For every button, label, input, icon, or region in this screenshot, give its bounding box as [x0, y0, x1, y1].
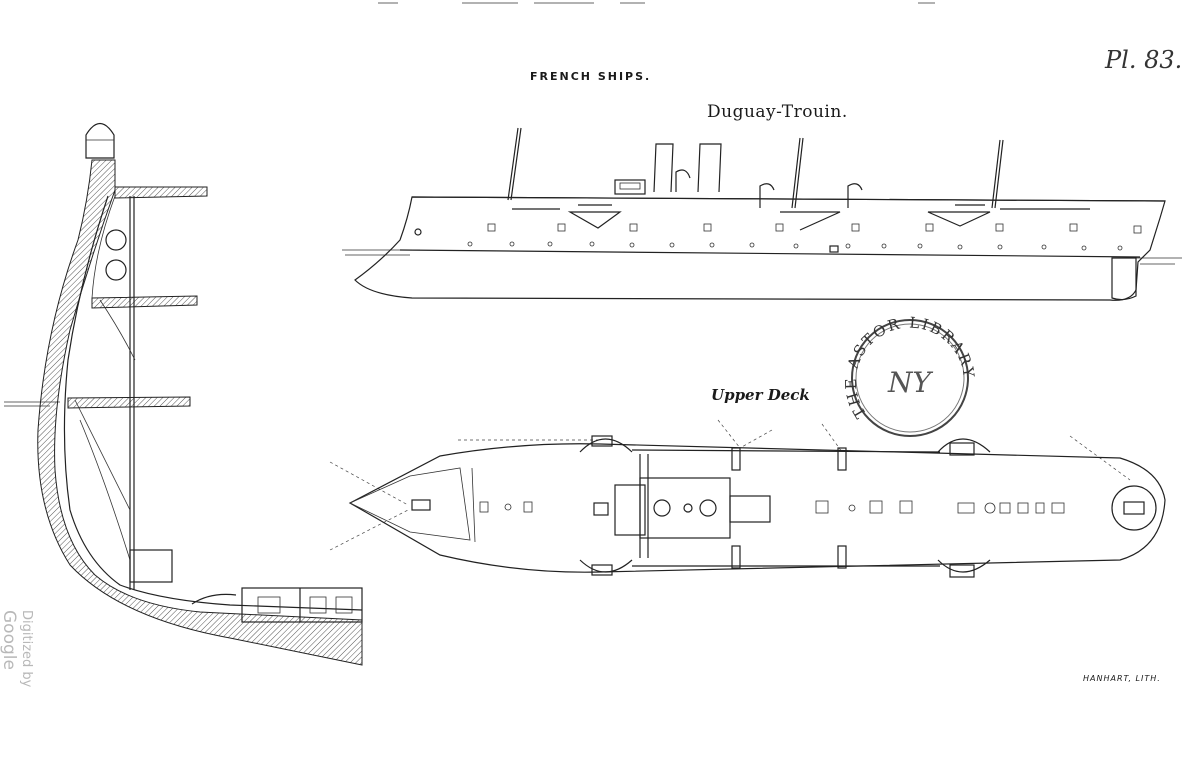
- side-ports: [487, 223, 1142, 234]
- lithographer-credit: HANHART, LITH.: [1083, 674, 1161, 683]
- midship-cross-section: [4, 122, 363, 666]
- watermark-prefix: Digitized by: [19, 610, 34, 688]
- stamp-monogram: NY: [887, 366, 934, 399]
- upper-deck-label: Upper Deck: [711, 386, 810, 404]
- side-portholes: [467, 241, 1123, 251]
- astor-library-stamp: THE ASTOR LIBRARY NY: [842, 313, 976, 437]
- ship-name-title: Duguay-Trouin.: [707, 102, 848, 122]
- plate-header-title: FRENCH SHIPS.: [530, 70, 652, 83]
- upper-deck-plan: [329, 419, 1166, 578]
- side-elevation: [342, 127, 1182, 301]
- digitized-by-watermark: Digitized by Google: [0, 610, 34, 750]
- watermark-brand: Google: [0, 610, 19, 670]
- plate-number: Pl. 83.: [1105, 46, 1183, 74]
